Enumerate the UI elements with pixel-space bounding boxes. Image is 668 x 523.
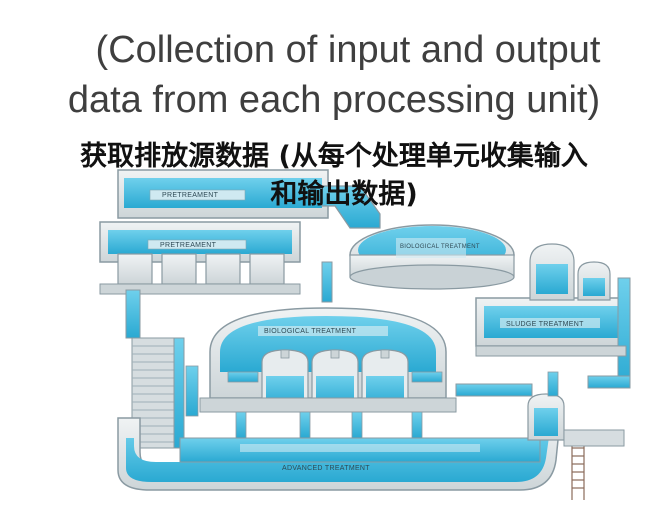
title-english-line-2: data from each processing unit) xyxy=(67,79,601,121)
label-sludge: SLUDGE TREATMENT xyxy=(506,321,584,328)
biological-main-basin xyxy=(185,307,457,439)
biological-top-tank xyxy=(349,224,515,290)
label-advanced: ADVANCED TREATMENT xyxy=(282,465,370,472)
title-chinese-line-1: 获取排放源数据 (从每个处理单元收集输入 xyxy=(80,141,588,172)
label-biological-main: BIOLOGICAL TREATMENT xyxy=(264,328,357,335)
advanced-treatment-channel xyxy=(117,371,625,500)
pretreatment-mid-unit xyxy=(99,221,333,339)
label-pretreatment-mid: PRETREAMENT xyxy=(160,242,217,249)
pretreatment-top-unit xyxy=(117,169,381,229)
title-english-line-1: (Collection of input and output xyxy=(95,29,601,71)
label-pretreatment-top: PRETREAMENT xyxy=(162,192,219,199)
sludge-treatment-unit xyxy=(475,243,631,389)
title-chinese-line-2: 和输出数据) xyxy=(270,179,418,210)
label-biological-top: BIOLOGICAL TREATMENT xyxy=(400,244,480,250)
